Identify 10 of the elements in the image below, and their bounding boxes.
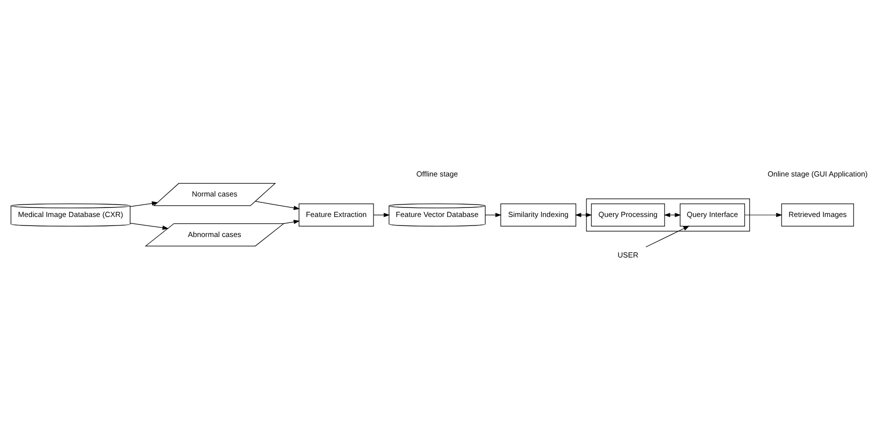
- arrow: [373, 212, 390, 218]
- arrow: [664, 212, 682, 218]
- arrow: [485, 212, 502, 218]
- arrow: [130, 201, 158, 207]
- arrow: [130, 222, 169, 230]
- arrow: [255, 201, 300, 210]
- arrow: [282, 220, 300, 224]
- arrow: [646, 226, 690, 248]
- arrow: [744, 212, 782, 218]
- arrow: [574, 212, 592, 218]
